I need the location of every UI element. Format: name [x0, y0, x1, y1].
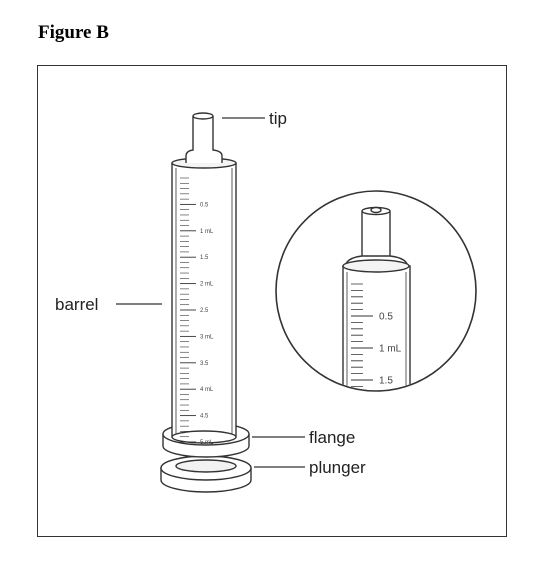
barrel-scale-label: 1 mL [200, 229, 214, 235]
zoom-inset: 0.5 1 mL 1.5 [275, 190, 477, 392]
barrel-scale-label: 0.5 [200, 202, 209, 208]
zoom-scale-label: 1 mL [379, 344, 402, 355]
barrel-body [171, 157, 237, 444]
barrel-scale-label: 4 mL [200, 387, 214, 393]
barrel-scale: 0.5 1 mL 1.5 2 mL 2.5 3 mL 3.5 4 mL 4.5 5 mL [180, 177, 214, 446]
syringe-tip [185, 112, 223, 163]
barrel-scale-label: 4.5 [200, 414, 209, 420]
barrel-scale-label: 3 mL [200, 334, 214, 340]
plunger-disc [160, 455, 252, 493]
leader-lines [116, 117, 305, 468]
zoom-scale: 0.5 1 mL 1.5 [351, 283, 402, 387]
zoom-scale-label: 1.5 [379, 376, 393, 387]
zoom-barrel [342, 259, 411, 390]
barrel-scale-label: 2.5 [200, 308, 209, 314]
figure-frame [37, 65, 507, 537]
figure-title: Figure B [38, 22, 109, 43]
barrel-scale-label: 3.5 [200, 361, 209, 367]
barrel-label: barrel [55, 295, 98, 314]
barrel-scale-label: 1.5 [200, 255, 209, 261]
syringe [160, 112, 252, 493]
flange-label: flange [309, 428, 355, 447]
plunger-label: plunger [309, 458, 366, 477]
barrel-scale-label: 2 mL [200, 282, 214, 288]
tip-label: tip [269, 109, 287, 128]
barrel-scale-label: 5 mL [200, 440, 214, 446]
zoom-scale-label: 0.5 [379, 312, 393, 323]
